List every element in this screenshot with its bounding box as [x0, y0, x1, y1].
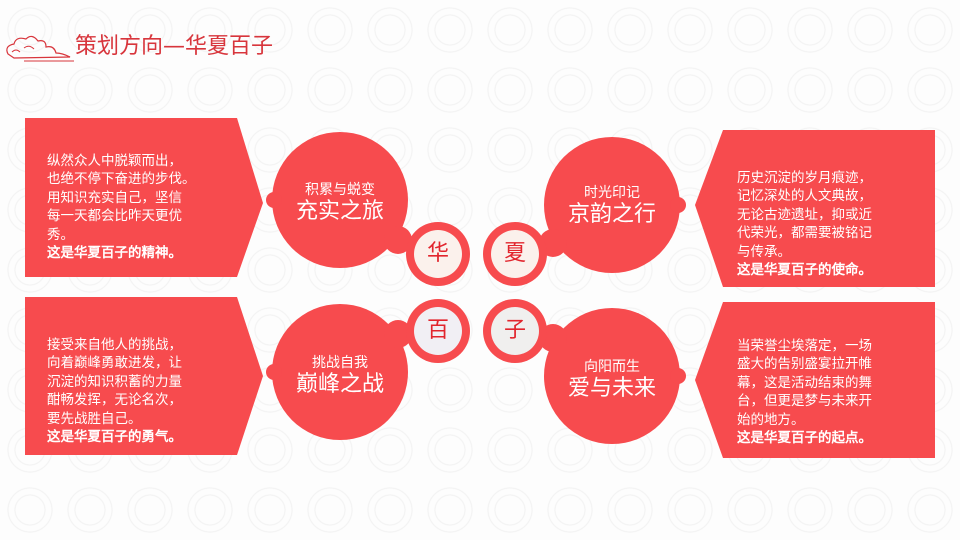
circle-label-bottom-left: 挑战自我 巅峰之战	[270, 354, 410, 398]
description-tagline: 这是华夏百子的使命。	[737, 262, 872, 278]
circle-subtitle: 积累与蜕变	[305, 182, 375, 198]
circle-subtitle: 时光印记	[584, 185, 640, 201]
description-top-right: 历史沉淀的岁月痕迹， 记忆深处的人文典故， 无论古迹遗址，抑或近 代荣光，都需要…	[737, 150, 872, 298]
char-bai: 百	[426, 318, 449, 343]
description-tagline: 这是华夏百子的起点。	[737, 430, 872, 446]
circle-title: 充实之旅	[295, 199, 384, 224]
description-text: 历史沉淀的岁月痕迹， 记忆深处的人文典故， 无论古迹遗址，抑或近 代荣光，都需要…	[737, 169, 872, 260]
cloud-logo-icon	[6, 35, 74, 62]
box-bottom-left	[25, 297, 263, 455]
description-tagline: 这是华夏百子的勇气。	[47, 429, 182, 445]
char-xia: 夏	[503, 241, 526, 266]
circle-label-top-right: 时光印记 京韵之行	[542, 184, 682, 228]
circle-top-right	[544, 137, 680, 273]
box-top-left	[25, 118, 263, 277]
circle-top-left	[272, 132, 408, 268]
description-text: 纵然众人中脱颖而出， 也绝不停下奋进的步伐。 用知识充实自己，坚信 每一天都会比…	[47, 152, 196, 243]
description-text: 当荣誉尘埃落定，一场 盛大的告别盛宴拉开帷 幕，这是活动结束的舞 台，但更是梦与…	[737, 337, 872, 428]
box-top-right	[695, 130, 935, 287]
page-title: 策划方向—华夏百子	[75, 34, 274, 59]
circle-bottom-left	[272, 304, 408, 440]
circle-subtitle: 挑战自我	[312, 355, 368, 371]
box-bottom-right	[695, 302, 935, 458]
circle-subtitle: 向阳而生	[584, 359, 640, 375]
description-text: 接受来自他人的挑战， 向着巅峰勇敢进发，让 沉淀的知识积蓄的力量 酣畅发挥，无论…	[47, 336, 182, 427]
description-bottom-left: 接受来自他人的挑战， 向着巅峰勇敢进发，让 沉淀的知识积蓄的力量 酣畅发挥，无论…	[47, 317, 182, 465]
circle-title: 爱与未来	[567, 376, 656, 401]
circle-bottom-right	[544, 308, 680, 444]
circle-label-bottom-right: 向阳而生 爱与未来	[542, 358, 682, 402]
circle-label-top-left: 积累与蜕变 充实之旅	[270, 181, 410, 225]
char-zi: 子	[503, 318, 526, 343]
description-bottom-right: 当荣誉尘埃落定，一场 盛大的告别盛宴拉开帷 幕，这是活动结束的舞 台，但更是梦与…	[737, 318, 872, 466]
description-top-left: 纵然众人中脱颖而出， 也绝不停下奋进的步伐。 用知识充实自己，坚信 每一天都会比…	[47, 133, 196, 281]
char-hua: 华	[426, 241, 449, 266]
circle-title: 巅峰之战	[295, 372, 384, 397]
description-tagline: 这是华夏百子的精神。	[47, 245, 182, 261]
circle-title: 京韵之行	[567, 202, 656, 227]
